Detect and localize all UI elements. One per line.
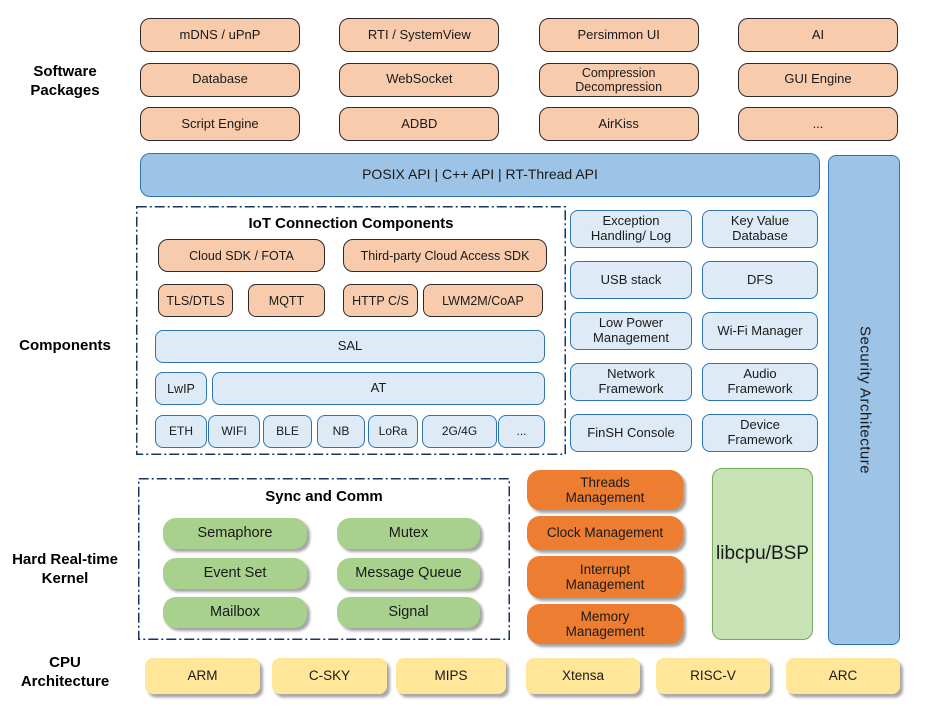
service-box: Exception Handling/ Log	[570, 210, 692, 248]
service-box: Network Framework	[570, 363, 692, 401]
software-packages-grid: mDNS / uPnP RTI / SystemView Persimmon U…	[140, 18, 898, 141]
sync-and-comm-box: Sync and Comm Semaphore Mutex Event Set …	[138, 478, 510, 640]
security-architecture-label: Security Architecture	[856, 325, 874, 475]
kernel-sync-box: Message Queue	[337, 558, 480, 589]
package-box: RTI / SystemView	[339, 18, 500, 52]
package-box: Persimmon UI	[538, 18, 699, 52]
package-box: GUI Engine	[737, 62, 898, 97]
link-box: ...	[498, 415, 545, 448]
label-kernel: Hard Real-time Kernel	[12, 551, 118, 588]
iot-protocol-box: LWM2M/CoAP	[423, 284, 543, 317]
libcpu-bsp-box: libcpu/BSP	[712, 468, 813, 640]
management-box: Threads Management	[527, 470, 683, 510]
management-box: Memory Management	[527, 604, 683, 644]
service-box: USB stack	[570, 261, 692, 299]
cpu-box: MIPS	[396, 658, 506, 694]
link-box: BLE	[263, 415, 312, 448]
service-box: Wi-Fi Manager	[702, 312, 818, 350]
label-software-packages: Software Packages	[30, 63, 100, 100]
label-components: Components	[19, 337, 111, 354]
dashed-border	[138, 478, 510, 640]
cpu-box: ARM	[145, 658, 260, 694]
iot-protocol-box: TLS/DTLS	[158, 284, 233, 317]
lwip-box: LwIP	[155, 372, 207, 405]
service-box: DFS	[702, 261, 818, 299]
kernel-management-column: Threads Management Clock Management Inte…	[527, 470, 683, 644]
component-services-grid: Exception Handling/ Log Key Value Databa…	[570, 210, 818, 452]
package-box: ...	[737, 107, 898, 141]
package-box: mDNS / uPnP	[140, 18, 300, 52]
link-box: ETH	[155, 415, 207, 448]
iot-protocol-box: HTTP C/S	[343, 284, 418, 317]
kernel-sync-box: Mutex	[337, 518, 480, 549]
sal-layer: SAL	[155, 330, 545, 363]
package-box: Database	[140, 62, 300, 97]
iot-cloud-box: Third-party Cloud Access SDK	[343, 239, 547, 272]
api-bar: POSIX API | C++ API | RT-Thread API	[140, 153, 820, 197]
security-architecture-column: Security Architecture	[828, 155, 900, 645]
kernel-sync-box: Mailbox	[163, 597, 307, 628]
dashed-border	[136, 206, 566, 455]
at-layer: AT	[212, 372, 545, 405]
sync-title: Sync and Comm	[265, 488, 383, 505]
package-box: Compression Decompression	[538, 62, 699, 97]
cpu-box: RISC-V	[656, 658, 770, 694]
cpu-box: Xtensa	[526, 658, 640, 694]
link-box: 2G/4G	[422, 415, 497, 448]
package-box: WebSocket	[339, 62, 500, 97]
kernel-sync-box: Signal	[337, 597, 480, 628]
label-cpu-architecture: CPU Architecture	[20, 654, 110, 691]
link-box: WIFI	[208, 415, 260, 448]
iot-cloud-box: Cloud SDK / FOTA	[158, 239, 325, 272]
management-box: Clock Management	[527, 516, 683, 550]
package-box: AirKiss	[538, 107, 699, 141]
package-box: AI	[737, 18, 898, 52]
service-box: Device Framework	[702, 414, 818, 452]
cpu-box: C-SKY	[272, 658, 387, 694]
service-box: Low Power Management	[570, 312, 692, 350]
kernel-sync-box: Semaphore	[163, 518, 307, 549]
iot-connection-components-box: IoT Connection Components Cloud SDK / FO…	[136, 206, 566, 455]
link-box: NB	[317, 415, 365, 448]
package-box: Script Engine	[140, 107, 300, 141]
link-box: LoRa	[368, 415, 418, 448]
iot-title: IoT Connection Components	[248, 215, 454, 232]
cpu-box: ARC	[786, 658, 900, 694]
iot-protocol-box: MQTT	[248, 284, 325, 317]
service-box: Audio Framework	[702, 363, 818, 401]
kernel-sync-box: Event Set	[163, 558, 307, 589]
management-box: Interrupt Management	[527, 556, 683, 598]
service-box: Key Value Database	[702, 210, 818, 248]
package-box: ADBD	[339, 107, 500, 141]
service-box: FinSH Console	[570, 414, 692, 452]
